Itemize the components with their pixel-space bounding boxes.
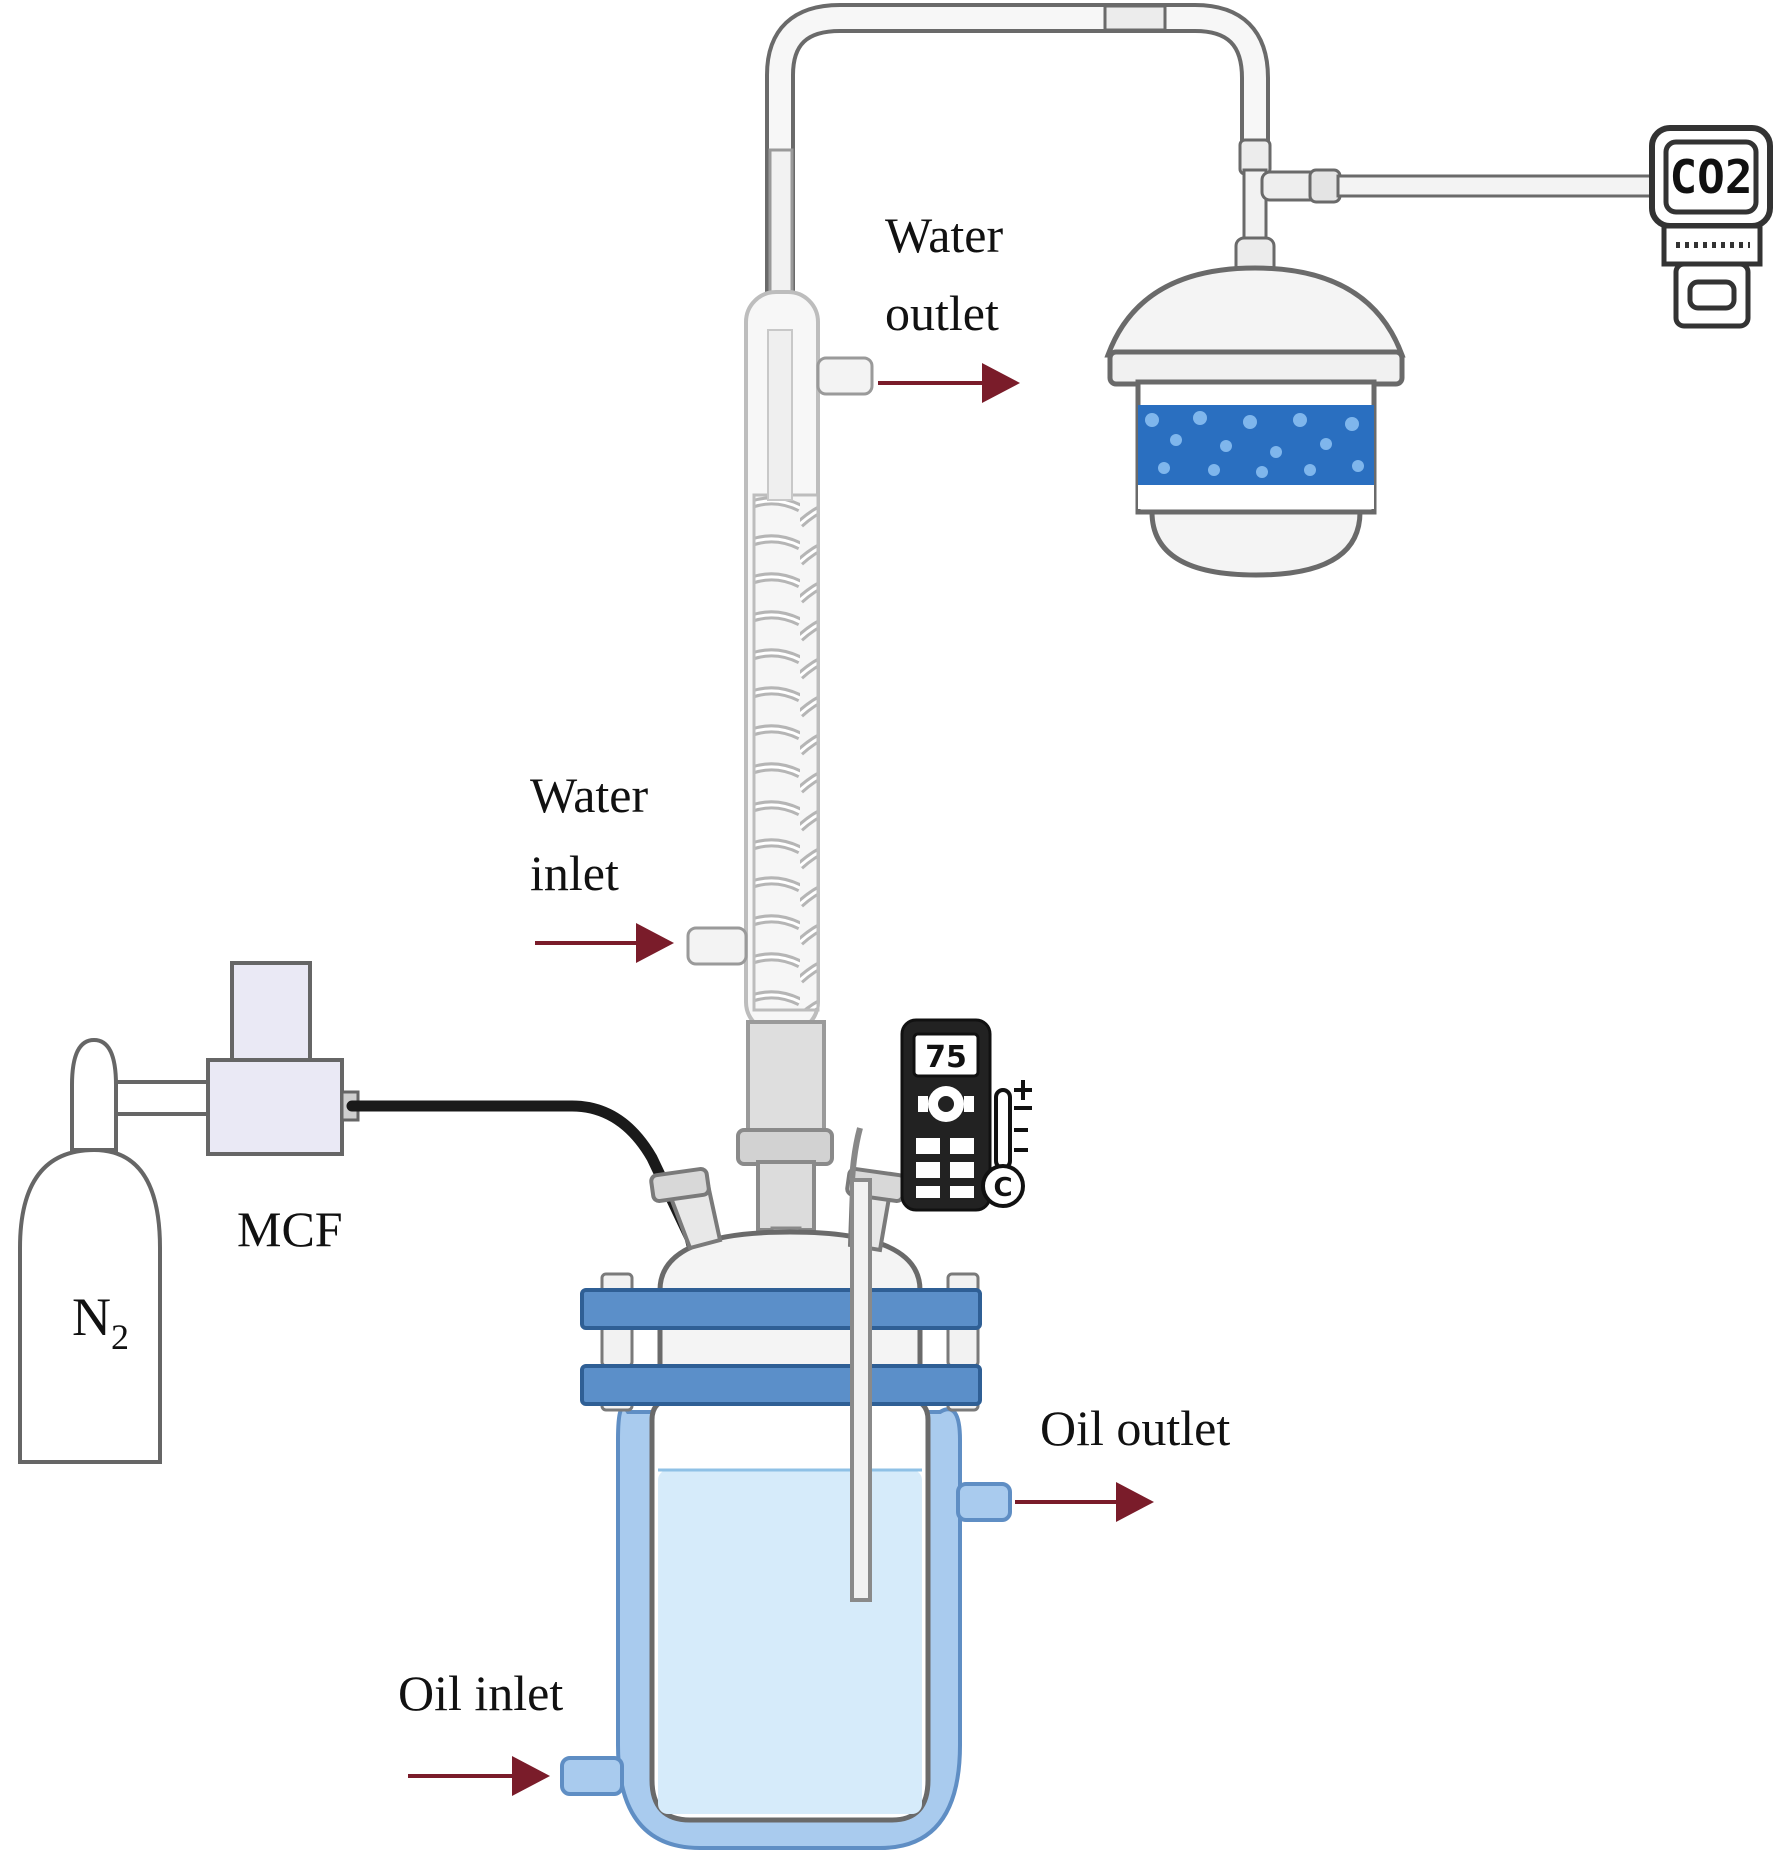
water-inlet-label-line1: Water (530, 767, 648, 823)
oil-outlet-port (956, 1482, 1012, 1522)
water-outlet-port (816, 356, 874, 396)
water-inlet-port (686, 926, 748, 966)
water-inlet-label-line2: inlet (530, 845, 619, 901)
oil-inlet-port (560, 1756, 624, 1796)
condenser-column (686, 148, 874, 1252)
water-outlet-label-line2: outlet (885, 285, 999, 341)
co2-line (1260, 168, 1658, 204)
arrow-right-icon (1116, 1482, 1154, 1522)
water-outlet-label-line1: Water (885, 207, 1003, 263)
arrow-right-icon (512, 1756, 550, 1796)
thermometer-device-icon: 75 C (900, 1018, 1032, 1212)
oil-outlet-label: Oil outlet (1040, 1400, 1230, 1456)
gas-cylinder-icon (18, 1037, 212, 1464)
mcf-controller (206, 961, 360, 1156)
oil-inlet-label: Oil inlet (398, 1665, 563, 1721)
arrow-right-icon (982, 363, 1020, 403)
thermometer-probe (849, 1127, 872, 1602)
arrow-right-icon (636, 923, 674, 963)
clamp-bands (580, 1288, 982, 1406)
thermometer-unit: C (993, 1173, 1012, 1203)
desiccant-jar (1104, 138, 1406, 578)
reaction-liquid (658, 1470, 922, 1814)
jacketed-reactor (560, 1369, 1012, 1850)
n2-label: N2 (72, 1287, 129, 1357)
co2-sensor-label: CO2 (1669, 150, 1752, 204)
mcf-label: MCF (237, 1201, 343, 1257)
top-tubing (765, 3, 1270, 300)
co2-sensor-icon: CO2 (1649, 125, 1773, 329)
thermometer-reading: 75 (925, 1040, 967, 1075)
